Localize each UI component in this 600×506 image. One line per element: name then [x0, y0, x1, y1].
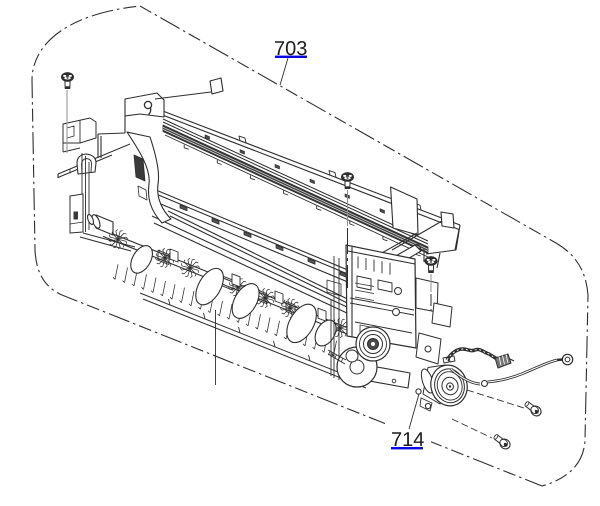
svg-text:714: 714 — [391, 429, 424, 451]
svg-text:703: 703 — [274, 38, 307, 60]
